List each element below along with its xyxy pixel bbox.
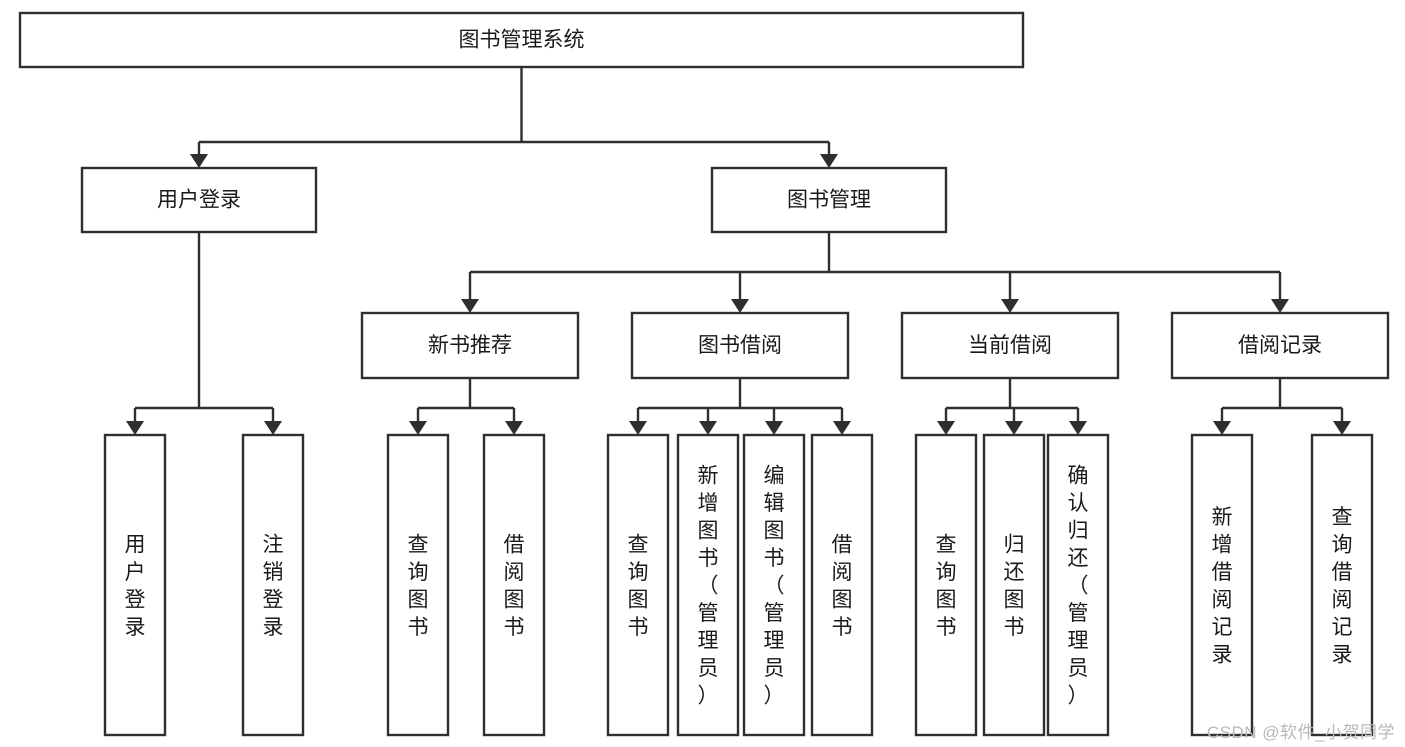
node-label: 用户登录 (125, 533, 146, 639)
node-label: 归还图书 (1004, 533, 1025, 639)
arrow-head-icon (409, 421, 427, 435)
arrow-head-icon (1213, 421, 1231, 435)
arrow-head-icon (1271, 299, 1289, 313)
arrow-head-icon (264, 421, 282, 435)
arrow-head-icon (1001, 299, 1019, 313)
node-leaf-query-record[interactable]: 查询借阅记录 (1310, 433, 1374, 737)
node-new-book-recommend[interactable]: 新书推荐 (360, 311, 580, 380)
node-label: 查询图书 (628, 533, 649, 639)
node-leaf-add-book[interactable]: 新增图书（管理员） (676, 433, 740, 737)
node-box (386, 433, 450, 737)
node-label: 图书管理系统 (459, 29, 585, 52)
node-label: 借阅图书 (832, 533, 853, 639)
connector-layer (126, 67, 1351, 435)
node-label: 当前借阅 (968, 334, 1052, 357)
node-box (1046, 433, 1110, 737)
node-label: 借阅图书 (504, 533, 525, 639)
node-label: 查询图书 (936, 533, 957, 639)
node-box (1190, 433, 1254, 737)
node-book-borrow[interactable]: 图书借阅 (630, 311, 850, 380)
arrow-head-icon (629, 421, 647, 435)
watermark-label: CSDN @软件_小贺同学 (1206, 723, 1395, 742)
node-leaf-add-record[interactable]: 新增借阅记录 (1190, 433, 1254, 737)
node-label: 查询图书 (408, 533, 429, 639)
node-box (103, 433, 167, 737)
node-box (482, 433, 546, 737)
connector-c-borrow (629, 378, 851, 435)
node-box (360, 311, 580, 380)
arrow-head-icon (937, 421, 955, 435)
connector-c-record (1213, 378, 1351, 435)
node-label: 新书推荐 (428, 334, 512, 357)
node-label: 用户登录 (157, 189, 241, 212)
node-book-management[interactable]: 图书管理 (710, 166, 948, 234)
arrow-head-icon (833, 421, 851, 435)
node-leaf-query-book-2[interactable]: 查询图书 (606, 433, 670, 737)
node-leaf-borrow-book-1[interactable]: 借阅图书 (482, 433, 546, 737)
node-label: 确认归还（管理员） (1068, 465, 1089, 708)
arrow-head-icon (1069, 421, 1087, 435)
node-leaf-user-login[interactable]: 用户登录 (103, 433, 167, 737)
node-label: 编辑图书（管理员） (764, 465, 785, 708)
node-leaf-return-book[interactable]: 归还图书 (982, 433, 1046, 737)
node-label: 图书管理 (787, 189, 871, 212)
arrow-head-icon (820, 154, 838, 168)
node-box (900, 311, 1120, 380)
node-root[interactable]: 图书管理系统 (18, 11, 1025, 69)
connector-c-bookmgmt (461, 232, 1289, 313)
node-leaf-edit-book[interactable]: 编辑图书（管理员） (742, 433, 806, 737)
node-label: 新增借阅记录 (1212, 506, 1233, 667)
node-box (630, 311, 850, 380)
node-box (18, 11, 1025, 69)
node-label: 查询借阅记录 (1332, 506, 1353, 667)
arrow-head-icon (731, 299, 749, 313)
node-label: 图书借阅 (698, 334, 782, 357)
arrow-head-icon (461, 299, 479, 313)
connector-c-newbook (409, 378, 523, 435)
node-box (1310, 433, 1374, 737)
connector-c-root (190, 67, 838, 168)
node-leaf-query-book-3[interactable]: 查询图书 (914, 433, 978, 737)
node-leaf-confirm-return[interactable]: 确认归还（管理员） (1046, 433, 1110, 737)
arrow-head-icon (190, 154, 208, 168)
arrow-head-icon (765, 421, 783, 435)
arrow-head-icon (505, 421, 523, 435)
node-user-login[interactable]: 用户登录 (80, 166, 318, 234)
arrow-head-icon (1005, 421, 1023, 435)
node-current-borrow[interactable]: 当前借阅 (900, 311, 1120, 380)
node-leaf-query-book-1[interactable]: 查询图书 (386, 433, 450, 737)
arrow-head-icon (126, 421, 144, 435)
arrow-head-icon (1333, 421, 1351, 435)
node-box (606, 433, 670, 737)
node-box (241, 433, 305, 737)
node-box (914, 433, 978, 737)
node-label: 借阅记录 (1238, 334, 1322, 357)
node-borrow-record[interactable]: 借阅记录 (1170, 311, 1390, 380)
connector-c-userlogin (126, 232, 282, 435)
node-box (1170, 311, 1390, 380)
node-label: 新增图书（管理员） (698, 465, 719, 708)
node-leaf-logout[interactable]: 注销登录 (241, 433, 305, 737)
node-label: 注销登录 (263, 533, 284, 639)
node-box (982, 433, 1046, 737)
arrow-head-icon (699, 421, 717, 435)
node-box (80, 166, 318, 234)
node-leaf-borrow-book-2[interactable]: 借阅图书 (810, 433, 874, 737)
connector-c-current (937, 378, 1087, 435)
node-box (742, 433, 806, 737)
node-box (676, 433, 740, 737)
node-box (710, 166, 948, 234)
node-box (810, 433, 874, 737)
